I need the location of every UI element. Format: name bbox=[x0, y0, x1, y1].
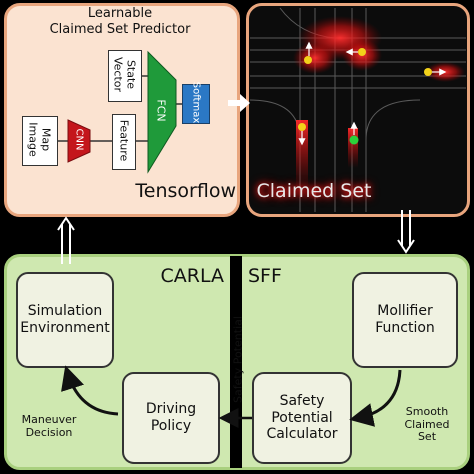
cnn-label: CNN bbox=[73, 128, 85, 151]
vehicle-yellow-4 bbox=[298, 123, 306, 131]
sff-title: SFF bbox=[248, 265, 282, 287]
driving-label-line1: Driving bbox=[145, 401, 197, 418]
arrow-predictor-to-claimed bbox=[228, 94, 250, 112]
smooth-label-line1: Smooth bbox=[405, 405, 449, 418]
vehicle-yellow-2 bbox=[358, 48, 366, 56]
vehicle-yellow-3 bbox=[424, 68, 432, 76]
double-arrow-simulation-to-predictor bbox=[57, 216, 75, 264]
claimed-streak-left bbox=[296, 120, 308, 190]
simulation-label-line2: Environment bbox=[20, 320, 110, 336]
calculator-label-line2: Potential bbox=[271, 409, 333, 426]
mollifier-label-line2: Function bbox=[375, 320, 435, 336]
map-image-box bbox=[22, 116, 58, 166]
claimed-glow-mid bbox=[293, 42, 337, 74]
calculator-label-line3: Calculator bbox=[266, 426, 338, 443]
vehicle-green-ego bbox=[349, 135, 359, 145]
claimed-set-label: Claimed Set bbox=[256, 180, 372, 202]
softmax-box bbox=[182, 84, 210, 124]
predictor-title-line1: Learnable bbox=[87, 6, 153, 21]
carla-title: CARLA bbox=[160, 265, 225, 287]
smooth-label-line2: Claimed bbox=[404, 417, 450, 431]
double-arrow-claimed-to-mollifier bbox=[397, 210, 415, 254]
smooth-label-line3: Set bbox=[417, 430, 437, 444]
maneuver-label-line2: Decision bbox=[25, 425, 73, 439]
arrow-driving-to-simulation bbox=[61, 365, 119, 416]
tensorflow-label: Tensorflow bbox=[135, 180, 236, 202]
cnn-block bbox=[67, 119, 91, 163]
arrow-mollifier-to-calculator bbox=[349, 369, 402, 427]
maneuver-label-line1: Maneuver bbox=[21, 413, 77, 426]
fcn-block bbox=[147, 50, 177, 174]
simulation-label-line1: Simulation bbox=[27, 303, 103, 320]
driving-label-line2: Policy bbox=[150, 418, 192, 434]
claimed-set-panel bbox=[246, 3, 470, 217]
state-vector-box bbox=[108, 50, 142, 102]
claimed-streak-right bbox=[348, 128, 358, 168]
fcn-label: FCN bbox=[154, 99, 168, 122]
feature-box bbox=[112, 114, 136, 170]
predictor-title-line2: Claimed Set Predictor bbox=[49, 22, 191, 37]
calculator-label-line1: Safety bbox=[279, 393, 325, 410]
mollifier-label-line1: Mollifier bbox=[377, 303, 433, 320]
vehicle-yellow-1 bbox=[304, 56, 312, 64]
